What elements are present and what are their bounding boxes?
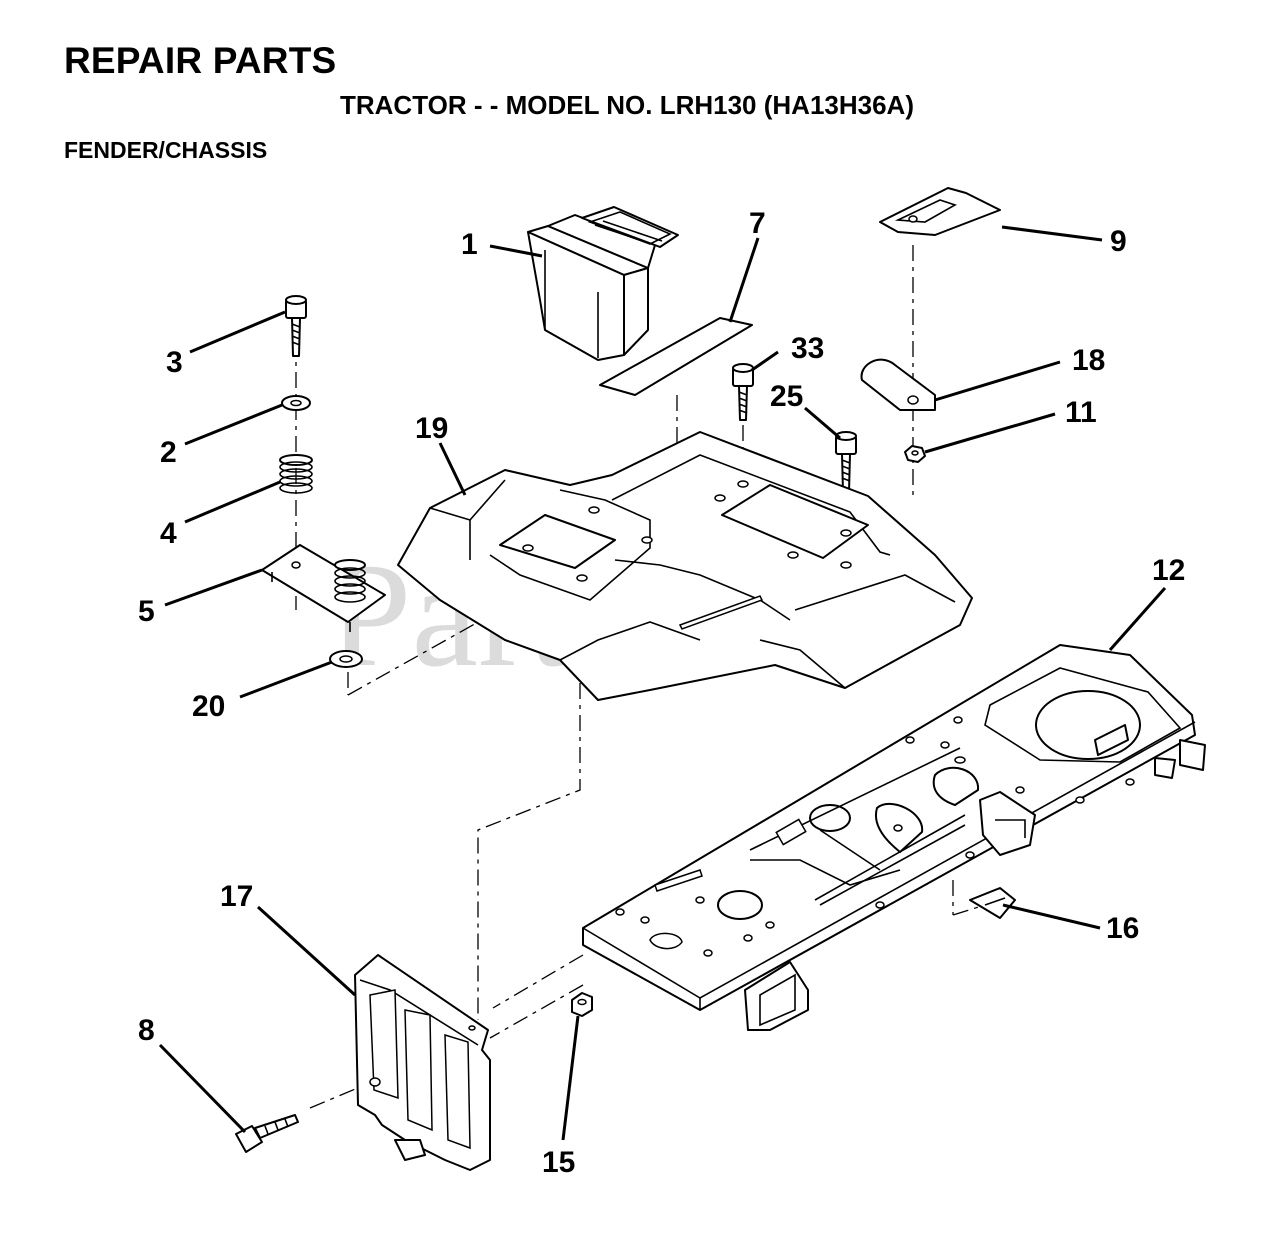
callout-20: 20 bbox=[192, 690, 225, 723]
callout-8: 8 bbox=[138, 1014, 155, 1047]
part-25-bolt bbox=[835, 431, 857, 493]
section-title: FENDER/CHASSIS bbox=[64, 137, 268, 163]
callout-16: 16 bbox=[1106, 912, 1139, 945]
callout-7: 7 bbox=[749, 207, 766, 240]
callout-9: 9 bbox=[1110, 225, 1127, 258]
part-33-bolt bbox=[732, 363, 754, 421]
callout-19: 19 bbox=[415, 412, 448, 445]
callout-25: 25 bbox=[770, 380, 803, 413]
part-18-bracket bbox=[860, 358, 936, 411]
part-11-nut bbox=[904, 445, 926, 463]
part-5-plate bbox=[261, 544, 386, 632]
callout-11: 11 bbox=[1065, 396, 1097, 429]
part-9-plate bbox=[879, 187, 1001, 236]
callout-17: 17 bbox=[220, 880, 253, 913]
part-16-clip bbox=[969, 887, 1016, 919]
part-17-rear-plate bbox=[354, 954, 491, 1171]
part-12-chassis bbox=[582, 644, 1206, 1031]
callout-numbers: 1 2 3 4 5 7 8 9 11 12 15 16 17 18 19 20 … bbox=[138, 207, 1185, 1179]
leader-lines bbox=[158, 225, 1167, 1141]
part-4-spring bbox=[279, 454, 313, 494]
callout-2: 2 bbox=[160, 436, 177, 469]
callout-4: 4 bbox=[160, 517, 177, 550]
part-15-nut bbox=[571, 992, 593, 1017]
callout-18: 18 bbox=[1072, 344, 1105, 377]
callout-5: 5 bbox=[138, 595, 155, 628]
part-3-bolt bbox=[285, 295, 307, 357]
callout-33: 33 bbox=[791, 332, 824, 365]
part-20-washer bbox=[329, 650, 363, 668]
callout-12: 12 bbox=[1152, 554, 1185, 587]
part-2-washer bbox=[281, 395, 311, 411]
callout-15: 15 bbox=[542, 1146, 575, 1179]
callout-3: 3 bbox=[166, 346, 183, 379]
part-8-bolt bbox=[235, 1114, 299, 1153]
part-1-tray bbox=[527, 206, 679, 361]
page-title: REPAIR PARTS bbox=[64, 40, 337, 81]
part-7-decal bbox=[599, 317, 753, 396]
model-subtitle: TRACTOR - - MODEL NO. LRH130 (HA13H36A) bbox=[340, 90, 914, 120]
callout-1: 1 bbox=[461, 228, 478, 261]
part-19-fender bbox=[397, 431, 973, 701]
